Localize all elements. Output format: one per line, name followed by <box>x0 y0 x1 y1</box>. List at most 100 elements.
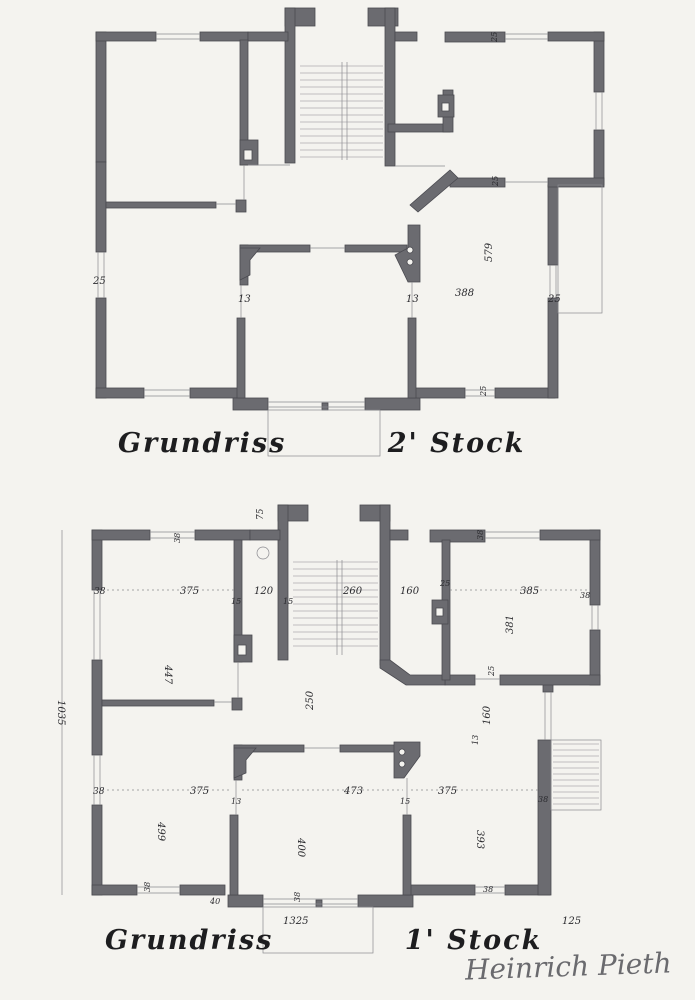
dimension-label: 388 <box>455 288 474 299</box>
title-floor: 1' Stock <box>404 925 543 956</box>
dimension-label: 579 <box>484 242 495 262</box>
dimension-label: 375 <box>180 586 199 597</box>
porch-steps <box>553 743 599 805</box>
wall <box>277 504 289 661</box>
wall <box>429 529 486 543</box>
newel-post <box>321 402 329 411</box>
dimension-label: 1035 <box>55 700 66 725</box>
dimension-label: 120 <box>254 586 274 597</box>
wall <box>95 161 107 253</box>
dimension-label: 25 <box>439 579 450 588</box>
dimension-label: 260 <box>342 586 363 597</box>
wall <box>344 244 408 253</box>
dimension-label: 499 <box>155 821 166 842</box>
dimension-label: 381 <box>505 615 516 634</box>
dimension-label: 15 <box>231 597 241 606</box>
wall <box>284 7 296 164</box>
wall <box>539 529 601 541</box>
title-word: Grundriss <box>118 428 287 459</box>
wall <box>547 184 559 266</box>
dimension-label: 15 <box>283 597 293 606</box>
stair-treads <box>293 561 378 647</box>
wall <box>407 317 417 399</box>
lower-floor-plan <box>91 504 601 908</box>
dimension-label: 13 <box>406 294 419 305</box>
wall <box>537 739 552 896</box>
dimension-label: 385 <box>520 586 539 597</box>
wall <box>547 177 605 188</box>
column-bracket <box>393 741 421 779</box>
newel-post <box>315 899 323 908</box>
dimension-label: 25 <box>547 294 561 305</box>
wall <box>444 31 506 43</box>
lower-floor-fine-lines <box>61 530 602 954</box>
dimension-label: 38 <box>580 591 590 600</box>
stair-treads <box>300 65 383 158</box>
upper-dimension-labels: 25 13 13 388 579 25 25 25 25 <box>92 32 561 397</box>
dimension-label: 160 <box>400 586 420 597</box>
dimension-label: 25 <box>487 666 496 677</box>
dimension-label: 25 <box>491 176 500 187</box>
wall <box>394 31 418 42</box>
balcony-outline <box>557 184 603 314</box>
dimension-label: 393 <box>474 830 485 849</box>
dimension-label: 38 <box>483 885 493 894</box>
dimension-label: 125 <box>562 916 581 927</box>
wall <box>384 7 396 167</box>
wall <box>91 884 138 896</box>
wall <box>95 31 107 163</box>
bracket-hole <box>406 246 414 254</box>
wall <box>235 199 247 213</box>
wall <box>402 814 412 896</box>
lower-dimension-labels: 75 38 38 375 15 120 15 260 160 25 385 38… <box>55 508 590 927</box>
upper-floor-fine-lines <box>97 33 603 457</box>
dimension-label: 38 <box>143 882 152 892</box>
dimension-label: 447 <box>162 664 173 685</box>
chimney-flue <box>237 644 247 656</box>
wall <box>249 529 281 541</box>
chimney-flue <box>435 607 444 617</box>
wall <box>189 387 241 399</box>
wall <box>589 529 601 606</box>
steps-outline <box>550 739 602 811</box>
dimension-label: 13 <box>471 735 480 745</box>
dimension-label: 38 <box>93 787 105 797</box>
column-bracket <box>239 247 261 281</box>
dimension-label: 40 <box>209 897 220 906</box>
wall <box>404 884 476 896</box>
dimension-label: 250 <box>305 690 316 711</box>
chimney-flue <box>243 149 253 161</box>
wall <box>179 884 226 896</box>
dimension-label: 38 <box>94 587 106 597</box>
dimension-label: 38 <box>293 892 302 902</box>
wall <box>593 129 605 186</box>
wall <box>547 297 559 399</box>
dimension-label: 400 <box>295 837 306 858</box>
title-word: Grundriss <box>105 925 274 956</box>
bracket-hole <box>406 258 414 266</box>
column-bracket <box>394 224 421 283</box>
cistern-circle <box>256 546 270 560</box>
dimension-label: 15 <box>400 797 410 806</box>
wall <box>499 674 601 686</box>
wall <box>357 894 414 908</box>
wall <box>389 529 409 541</box>
wall <box>247 31 289 42</box>
bracket-hole <box>398 760 406 768</box>
dimension-label: 160 <box>482 705 493 725</box>
upper-floor-plan <box>95 7 605 411</box>
wall <box>91 529 151 541</box>
wall <box>379 504 391 666</box>
dimension-label: 13 <box>231 797 241 806</box>
dimension-label: 375 <box>438 786 457 797</box>
lower-plan-title: Grundriss 1' Stock <box>105 925 542 956</box>
wall <box>231 697 243 711</box>
dimension-label: 1325 <box>283 916 308 927</box>
wall <box>339 744 403 753</box>
dimension-label: 13 <box>238 294 251 305</box>
wall <box>91 804 103 896</box>
dimension-label: 38 <box>173 533 182 543</box>
wall <box>409 387 466 399</box>
title-floor: 2' Stock <box>387 428 526 459</box>
wall <box>91 659 103 756</box>
